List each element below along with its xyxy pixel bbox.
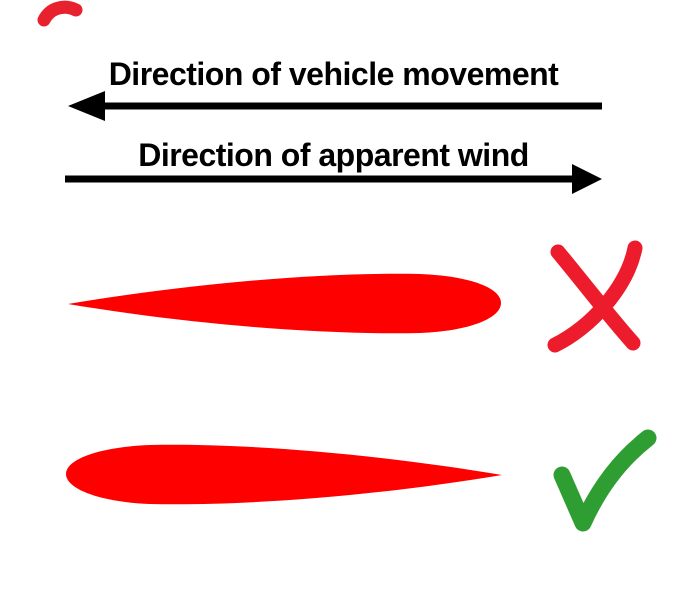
check-icon [553,429,657,532]
airfoil-point-left [68,273,501,334]
left-arrow-head [68,91,105,121]
airfoil-point-left-shape [68,273,501,334]
left-arrow-shaft [101,102,602,110]
apparent-wind-label: Direction of apparent wind [138,137,529,173]
red-scribble-stroke [37,0,83,27]
check-stroke [553,429,657,532]
right-arrow-head [572,164,602,194]
airfoil-point-right-shape [66,444,502,505]
left-arrow-icon [68,91,602,121]
right-arrow-shaft [65,175,574,183]
red-scribble-mark [37,0,83,27]
right-arrow-icon [65,164,602,194]
vehicle-movement-label: Direction of vehicle movement [108,56,559,92]
airfoil-point-right [66,444,502,505]
cross-icon [547,240,643,353]
cross-strokes [547,240,643,353]
